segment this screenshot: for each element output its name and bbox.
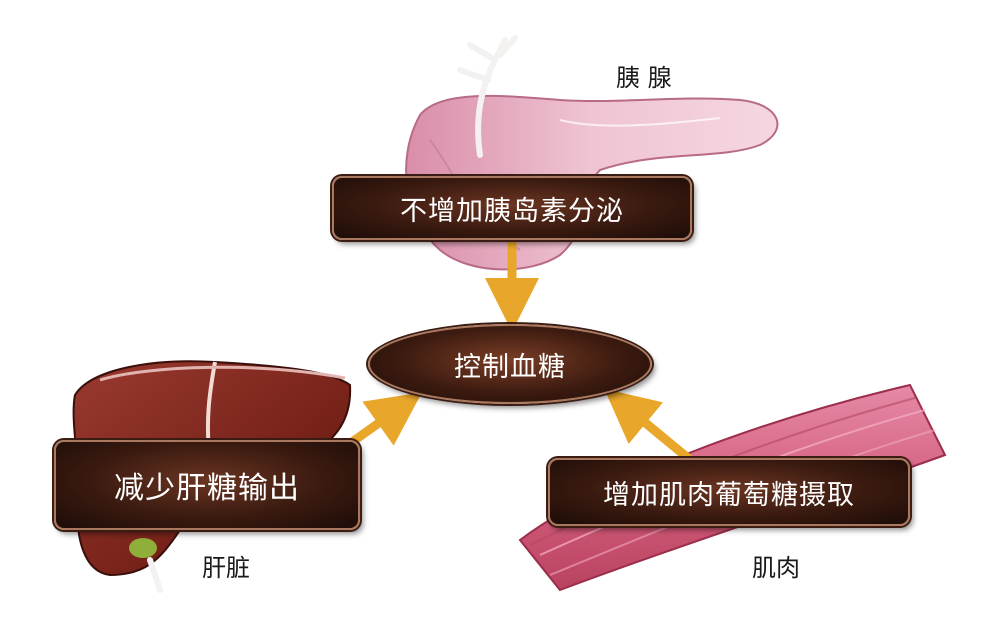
- liver-label: 肝脏: [202, 554, 250, 582]
- liver-output-box: 减少肝糖输出: [54, 440, 360, 530]
- muscle-uptake-box: 增加肌肉葡萄糖摄取: [548, 458, 910, 526]
- arrow-muscle-to-center: [604, 388, 703, 472]
- pancreas-label: 胰 腺: [616, 64, 672, 92]
- center-oval: 控制血糖: [368, 324, 652, 404]
- muscle-label: 肌肉: [752, 554, 800, 582]
- insulin-box: 不增加胰岛素分泌: [332, 176, 692, 240]
